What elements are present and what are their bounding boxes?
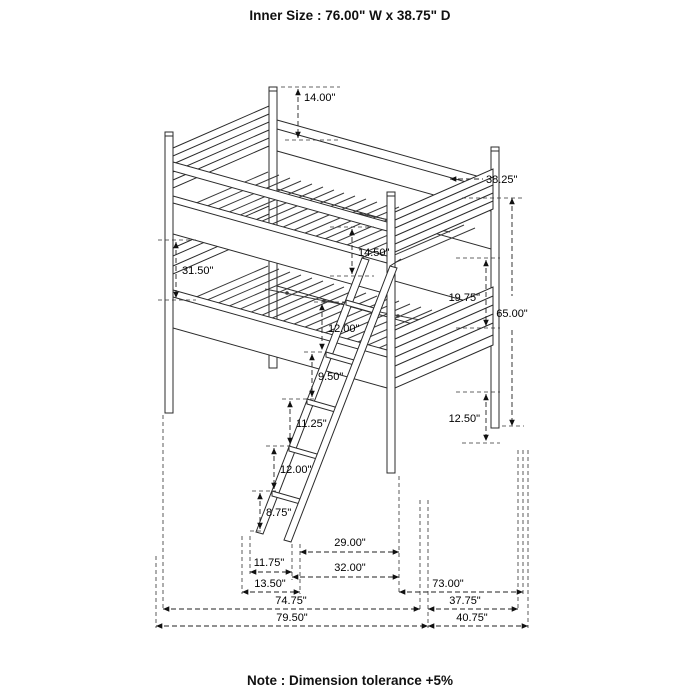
- dim-label-footboard-gap: 19.75": [449, 292, 481, 304]
- dimension-labels: 14.00" 38.25" 31.50" 14.50" 19.75" 65.00…: [182, 92, 528, 624]
- dim-label-guard-height: 14.00": [304, 92, 336, 104]
- dim-label-ladder-step-3: 11.25": [296, 418, 327, 430]
- dimension-lines: [156, 89, 528, 629]
- dim-label-length-at-posts: 74.75": [275, 595, 307, 607]
- dim-label-ladder-step-5: 8.75": [266, 507, 291, 519]
- front-posts: [164, 131, 396, 474]
- tolerance-note: Note : Dimension tolerance +5%: [247, 673, 453, 688]
- inner-size-title: Inner Size : 76.00" W x 38.75" D: [249, 8, 451, 23]
- dim-label-ladder-step-2: 9.50": [318, 371, 343, 383]
- dim-label-inner-depth: 37.75": [449, 595, 481, 607]
- dim-label-overall-depth: 40.75": [456, 612, 488, 624]
- dim-label-ladder-step-4: 12.00": [280, 464, 312, 476]
- dim-label-overall-height: 65.00": [496, 308, 528, 320]
- dim-label-ladder-width-inner: 11.75": [254, 557, 285, 569]
- dim-label-guardrail-top: 14.50": [358, 247, 390, 259]
- dim-label-under-bed: 12.50": [449, 413, 481, 425]
- front-rails: [172, 161, 388, 389]
- dim-label-inner-length: 73.00": [432, 578, 464, 590]
- dim-label-ladder-width-outer: 13.50": [254, 578, 286, 590]
- dim-label-ladder-run-inner: 29.00": [334, 537, 366, 549]
- dim-label-bunk-clearance: 31.50": [182, 265, 214, 277]
- dim-label-ladder-step-1: 12.00": [328, 323, 360, 335]
- dim-label-overall-length: 79.50": [276, 612, 308, 624]
- dim-label-top-depth: 38.25": [486, 174, 518, 186]
- dim-label-ladder-run-outer: 32.00": [334, 562, 366, 574]
